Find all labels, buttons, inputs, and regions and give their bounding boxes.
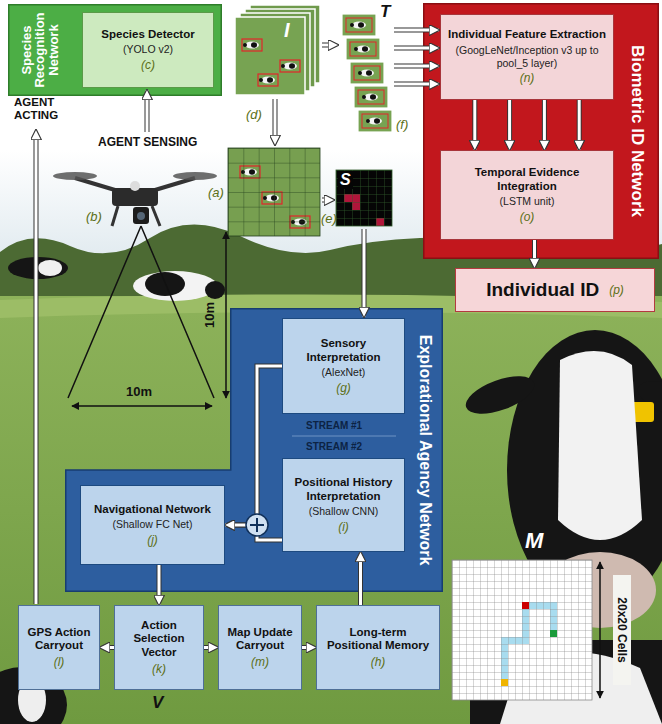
node-title: Individual Feature Extraction xyxy=(448,28,606,42)
node-sub: (GoogLeNet/Inception v3 up to pool_5 lay… xyxy=(447,44,607,69)
process-box: Individual Feature Extraction (GoogLeNet/… xyxy=(440,14,614,100)
node-tag: (n) xyxy=(520,71,535,85)
arrow-line xyxy=(578,100,581,150)
flow-arrow xyxy=(100,647,114,648)
annotation-label: AGENT ACTING xyxy=(14,96,80,122)
symbol-label: M xyxy=(525,528,543,553)
field-of-view xyxy=(68,226,226,406)
symbol-label: T xyxy=(380,2,390,22)
process-box: Action Selection Vector (k) xyxy=(114,605,204,690)
dimension-label: 10m xyxy=(202,298,218,332)
flow-arrow xyxy=(534,240,535,268)
process-box: Positional History Interpretation(Shallo… xyxy=(282,458,405,552)
network-band: Biometric ID NetworkIndividual Feature E… xyxy=(423,3,659,259)
node-title: Temporal Evidence Integration xyxy=(447,166,607,194)
symbol-label: V xyxy=(152,693,163,713)
node-tag: (o) xyxy=(520,210,535,224)
occupancy-grid xyxy=(336,170,392,226)
callout-letter: (b) xyxy=(86,210,102,225)
arrow-line xyxy=(100,646,114,649)
node-tag: (g) xyxy=(336,381,351,395)
grid-image xyxy=(228,148,320,236)
node-tag: (l) xyxy=(54,655,65,669)
dimension-label: 20x20 Cells xyxy=(613,575,631,685)
node-tag: (i) xyxy=(338,520,349,534)
flow-arrow xyxy=(302,647,316,648)
node-title: Positional History Interpretation xyxy=(289,476,398,504)
node-title: Species Detector xyxy=(101,28,194,42)
dimension-label: 10m xyxy=(126,385,152,400)
band-title: Biometric ID Network xyxy=(620,8,654,254)
arrow-line xyxy=(508,100,511,150)
arrow-line xyxy=(204,646,218,649)
callout-letter: (f) xyxy=(396,118,408,133)
dimension-arrow xyxy=(599,562,601,698)
process-box: GPS Action Carryout(l) xyxy=(18,605,100,690)
crop-stack xyxy=(342,14,392,132)
flow-arrow xyxy=(360,552,361,605)
flow-arrow xyxy=(509,100,510,150)
stream-divider xyxy=(292,436,396,437)
process-box: Navigational Network(Shallow FC Net) (j) xyxy=(80,485,225,565)
band-fill xyxy=(66,309,443,592)
stream-label: STREAM #2 xyxy=(306,441,362,453)
symbol-label: I xyxy=(284,19,290,42)
flow-arrow xyxy=(474,100,475,150)
output-box: Individual ID (p) xyxy=(455,268,655,312)
node-sub: (Shallow FC Net) xyxy=(113,518,193,531)
sum-symbol xyxy=(246,514,268,536)
process-box: Map Update Carryout(m) xyxy=(218,605,302,690)
network-band: Explorational Agency NetworkSensory Inte… xyxy=(65,308,443,592)
arrow-line xyxy=(359,552,362,605)
arrow-line xyxy=(473,100,476,150)
node-tag: (m) xyxy=(251,655,269,669)
node-title: Map Update Carryout xyxy=(225,626,295,654)
process-box: Temporal Evidence Integration(LSTM unit)… xyxy=(440,150,614,240)
band-title: Species Recognition Network xyxy=(11,6,69,94)
band-title: Explorational Agency Network xyxy=(409,316,441,584)
node-title: Navigational Network xyxy=(94,503,211,517)
node-sub: (Shallow CNN) xyxy=(309,505,378,518)
callout-letter: (e) xyxy=(321,212,337,227)
flow-arrow xyxy=(544,100,545,150)
cow-photo xyxy=(0,257,662,724)
node-title: Long-term Positional Memory xyxy=(323,626,433,654)
stream-label: STREAM #1 xyxy=(306,420,362,432)
arrow-line xyxy=(543,100,546,150)
drone xyxy=(53,172,217,226)
arrow-line xyxy=(158,565,161,605)
band-fill xyxy=(9,5,222,96)
memory-map xyxy=(452,560,592,700)
callout-letter: (a) xyxy=(208,186,224,201)
arrow-line xyxy=(533,240,536,268)
annotation-label: AGENT SENSING xyxy=(98,136,197,150)
node-tag: (k) xyxy=(152,662,166,676)
flow-arrow xyxy=(204,647,218,648)
node-title: Individual ID xyxy=(486,279,599,302)
arrow-line xyxy=(302,646,316,649)
node-tag: (c) xyxy=(141,58,155,72)
node-sub: (YOLO v2) xyxy=(123,43,173,56)
node-title: GPS Action Carryout xyxy=(25,626,93,654)
flow-arrow xyxy=(159,565,160,605)
callout-letter: (d) xyxy=(246,108,262,123)
node-title: Action Selection Vector xyxy=(121,619,197,660)
flow-arrow xyxy=(579,100,580,150)
node-sub: (LSTM unit) xyxy=(500,195,555,208)
process-box: Species Detector(YOLO v2) (c) xyxy=(82,12,214,88)
symbol-label: S xyxy=(338,171,353,189)
process-box: Sensory Interpretation(AlexNet) (g) xyxy=(282,318,405,414)
network-band: Species Recognition NetworkSpecies Detec… xyxy=(8,4,222,96)
node-title: Sensory Interpretation xyxy=(289,337,398,365)
node-tag: (p) xyxy=(609,283,624,297)
image-stack xyxy=(235,5,320,95)
process-box: Long-term Positional Memory(h) xyxy=(316,605,440,690)
node-tag: (h) xyxy=(371,655,386,669)
band-fill xyxy=(424,4,659,259)
node-sub: (AlexNet) xyxy=(322,366,366,379)
node-tag: (j) xyxy=(147,533,158,547)
